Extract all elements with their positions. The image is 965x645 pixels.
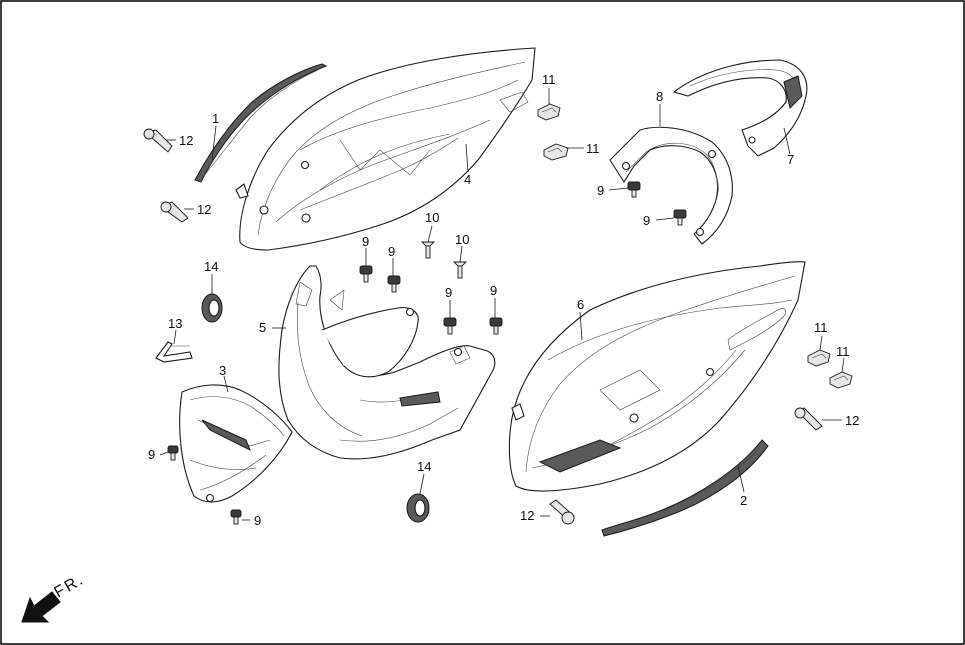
callout-9d: 9 bbox=[490, 283, 497, 298]
callout-7: 7 bbox=[787, 152, 794, 167]
callout-9a: 9 bbox=[362, 234, 369, 249]
direction-label: FR. bbox=[52, 571, 88, 602]
screw-9-d bbox=[489, 317, 503, 335]
callout-11d: 11 bbox=[836, 344, 850, 359]
callout-9f: 9 bbox=[643, 213, 650, 228]
part-14-grommet-upper bbox=[201, 293, 223, 323]
bolt-12-b bbox=[160, 201, 189, 223]
nut-11-b bbox=[543, 143, 569, 161]
callout-4: 4 bbox=[464, 172, 471, 187]
screw-9-f bbox=[673, 209, 687, 226]
callout-11a: 11 bbox=[542, 72, 556, 87]
part-4-left-side-cover bbox=[235, 47, 536, 251]
part-5-front-inner-panel bbox=[278, 265, 496, 460]
callout-1: 1 bbox=[212, 111, 219, 126]
callout-9e: 9 bbox=[597, 183, 604, 198]
nut-11-c bbox=[807, 349, 831, 367]
callout-14a: 14 bbox=[204, 259, 218, 274]
screw-10-a bbox=[420, 241, 436, 259]
nut-11-d bbox=[829, 371, 853, 389]
callout-8: 8 bbox=[656, 89, 663, 104]
bolt-12-c bbox=[794, 407, 823, 431]
callout-labels: 1 2 3 4 5 6 7 8 9 9 9 9 9 9 9 9 10 10 11… bbox=[148, 72, 859, 528]
part-3-front-lower-cover bbox=[179, 384, 293, 503]
callout-6: 6 bbox=[577, 297, 584, 312]
callout-5: 5 bbox=[259, 320, 266, 335]
callout-12b: 12 bbox=[197, 202, 211, 217]
screw-9-a bbox=[359, 265, 373, 283]
callout-13: 13 bbox=[168, 316, 182, 331]
nut-11-a bbox=[537, 103, 561, 121]
callout-10a: 10 bbox=[425, 210, 439, 225]
part-7-rear-tail-cover bbox=[672, 59, 808, 157]
callout-9h: 9 bbox=[254, 513, 261, 528]
part-2-lower-trim-strip bbox=[601, 439, 769, 537]
callout-11c: 11 bbox=[814, 320, 828, 335]
direction-indicator: FR. bbox=[21, 571, 88, 623]
callout-12a: 12 bbox=[179, 133, 193, 148]
callout-12d: 12 bbox=[520, 508, 534, 523]
part-13-bracket-clip bbox=[155, 341, 193, 363]
part-14-grommet-lower bbox=[406, 493, 430, 523]
bolt-12-a bbox=[143, 128, 173, 153]
arrow-down-left-icon bbox=[21, 591, 61, 623]
callout-9g: 9 bbox=[148, 447, 155, 462]
callout-3: 3 bbox=[219, 363, 226, 378]
part-1-upper-trim-strip bbox=[194, 63, 328, 183]
screw-9-h bbox=[230, 509, 242, 525]
callout-9b: 9 bbox=[388, 244, 395, 259]
callout-10b: 10 bbox=[455, 232, 469, 247]
callout-12c: 12 bbox=[845, 413, 859, 428]
callout-11b: 11 bbox=[586, 141, 600, 156]
screw-9-b bbox=[387, 275, 401, 293]
bolt-12-d bbox=[549, 499, 575, 525]
leader-lines bbox=[159, 88, 845, 521]
screw-10-b bbox=[452, 261, 468, 279]
callout-2: 2 bbox=[740, 493, 747, 508]
callout-9c: 9 bbox=[445, 285, 452, 300]
part-6-right-side-cover bbox=[508, 261, 806, 492]
part-8-grab-rail bbox=[609, 126, 733, 245]
screw-9-c bbox=[443, 317, 457, 335]
callout-14b: 14 bbox=[417, 459, 431, 474]
screw-9-g bbox=[167, 445, 179, 461]
screw-9-e bbox=[627, 181, 641, 198]
